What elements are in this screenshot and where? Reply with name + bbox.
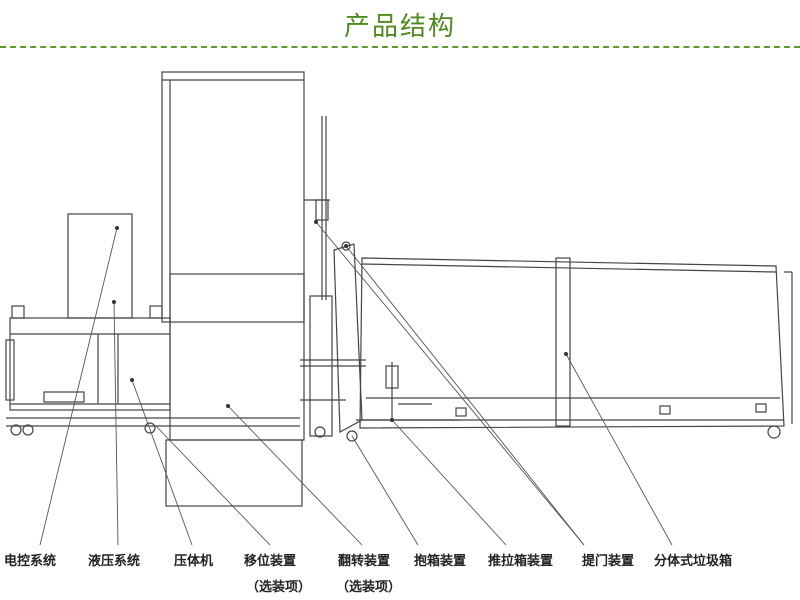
pushpull-assembly xyxy=(356,362,460,421)
hydraulic-frame xyxy=(5,305,300,436)
label-electrical: 电控系统 xyxy=(4,554,57,569)
label-pushpull: 推拉箱装置 xyxy=(488,554,554,569)
label-shift-note: （选装项） xyxy=(246,580,312,595)
label-lift-door: 提门装置 xyxy=(582,554,635,569)
compressor-body xyxy=(165,273,305,507)
label-flip-note: （选装项） xyxy=(336,580,402,595)
page-title: 产品结构 xyxy=(343,12,456,42)
garbage-bin xyxy=(359,257,793,439)
label-flip: 翻转装置 xyxy=(338,554,391,569)
leader-dots xyxy=(112,220,568,422)
label-hold: 抱箱装置 xyxy=(414,554,467,569)
label-compressor: 压体机 xyxy=(174,554,214,569)
leader-lines xyxy=(39,221,673,546)
label-hydraulic: 液压系统 xyxy=(88,554,141,569)
label-split-bin: 分体式垃圾箱 xyxy=(654,554,733,569)
title-divider xyxy=(0,46,800,48)
compressor-tower xyxy=(161,71,305,323)
flip-mechanism xyxy=(300,116,366,438)
label-shift: 移位装置 xyxy=(244,554,297,569)
electrical-cabinet xyxy=(67,213,133,319)
